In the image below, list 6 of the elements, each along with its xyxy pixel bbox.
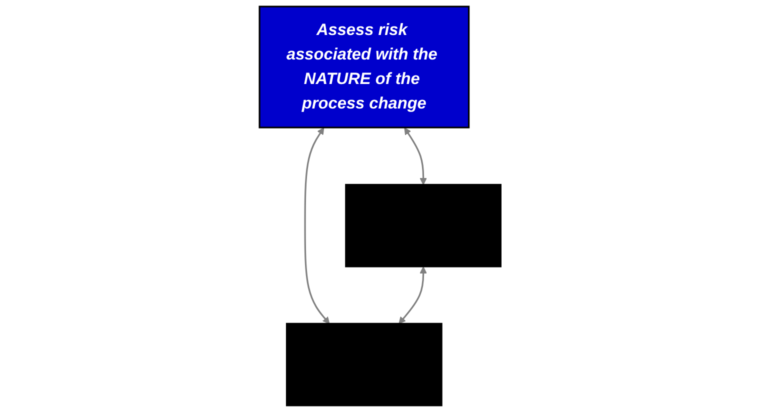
arrow [399, 266, 428, 324]
arrow [304, 127, 330, 324]
node-box [286, 322, 443, 406]
arrow [404, 127, 428, 186]
node-box: Assess risk associated with the NATURE of the process change [259, 6, 470, 128]
node-box [345, 184, 502, 268]
